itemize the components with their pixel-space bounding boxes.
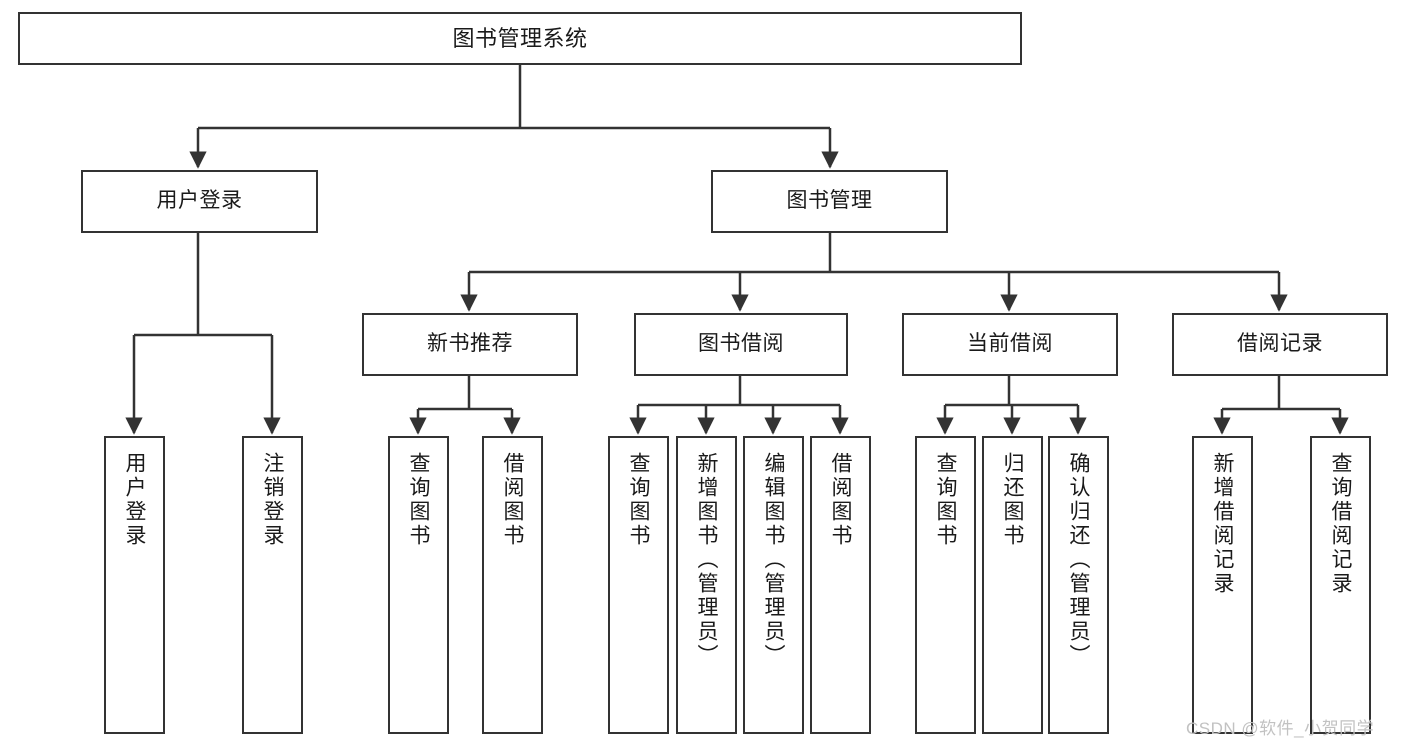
leaf-borrow-book-2[interactable]: 借阅图书 (810, 436, 871, 734)
leaf-query-borrow-record-label: 查询借阅记录 (1329, 452, 1352, 596)
leaf-confirm-return-label: 确认归还（管理员） (1067, 452, 1090, 668)
node-user-login-label: 用户登录 (156, 189, 243, 213)
node-new-book-recommend[interactable]: 新书推荐 (362, 313, 578, 376)
node-book-borrow[interactable]: 图书借阅 (634, 313, 848, 376)
node-user-login[interactable]: 用户登录 (81, 170, 318, 233)
leaf-query-book-2-label: 查询图书 (627, 452, 650, 548)
leaf-edit-book[interactable]: 编辑图书（管理员） (743, 436, 804, 734)
leaf-query-book-1[interactable]: 查询图书 (388, 436, 449, 734)
leaf-return-book[interactable]: 归还图书 (982, 436, 1043, 734)
leaf-borrow-book-1-label: 借阅图书 (501, 452, 524, 548)
leaf-logout-login-label: 注销登录 (261, 452, 284, 548)
leaf-borrow-book-2-label: 借阅图书 (829, 452, 852, 548)
leaf-add-book-label: 新增图书（管理员） (695, 452, 718, 668)
leaf-query-book-3[interactable]: 查询图书 (915, 436, 976, 734)
leaf-logout-login[interactable]: 注销登录 (242, 436, 303, 734)
leaf-confirm-return[interactable]: 确认归还（管理员） (1048, 436, 1109, 734)
node-new-book-recommend-label: 新书推荐 (427, 332, 513, 356)
leaf-borrow-book-1[interactable]: 借阅图书 (482, 436, 543, 734)
node-borrow-record[interactable]: 借阅记录 (1172, 313, 1388, 376)
node-book-borrow-label: 图书借阅 (698, 332, 784, 356)
leaf-query-book-1-label: 查询图书 (407, 452, 430, 548)
leaf-query-borrow-record[interactable]: 查询借阅记录 (1310, 436, 1371, 734)
leaf-add-borrow-record[interactable]: 新增借阅记录 (1192, 436, 1253, 734)
node-current-borrow-label: 当前借阅 (967, 332, 1053, 356)
node-book-manage-label: 图书管理 (786, 189, 873, 213)
leaf-return-book-label: 归还图书 (1001, 452, 1024, 548)
leaf-query-book-2[interactable]: 查询图书 (608, 436, 669, 734)
node-root[interactable]: 图书管理系统 (18, 12, 1022, 65)
leaf-add-book[interactable]: 新增图书（管理员） (676, 436, 737, 734)
leaf-add-borrow-record-label: 新增借阅记录 (1211, 452, 1234, 596)
leaf-user-login[interactable]: 用户登录 (104, 436, 165, 734)
leaf-query-book-3-label: 查询图书 (934, 452, 957, 548)
node-book-manage[interactable]: 图书管理 (711, 170, 948, 233)
node-current-borrow[interactable]: 当前借阅 (902, 313, 1118, 376)
leaf-user-login-label: 用户登录 (123, 452, 146, 548)
csdn-watermark: CSDN @软件_小贺同学 (1186, 719, 1375, 738)
node-root-label: 图书管理系统 (452, 25, 588, 51)
leaf-edit-book-label: 编辑图书（管理员） (762, 452, 785, 668)
node-borrow-record-label: 借阅记录 (1237, 332, 1323, 356)
